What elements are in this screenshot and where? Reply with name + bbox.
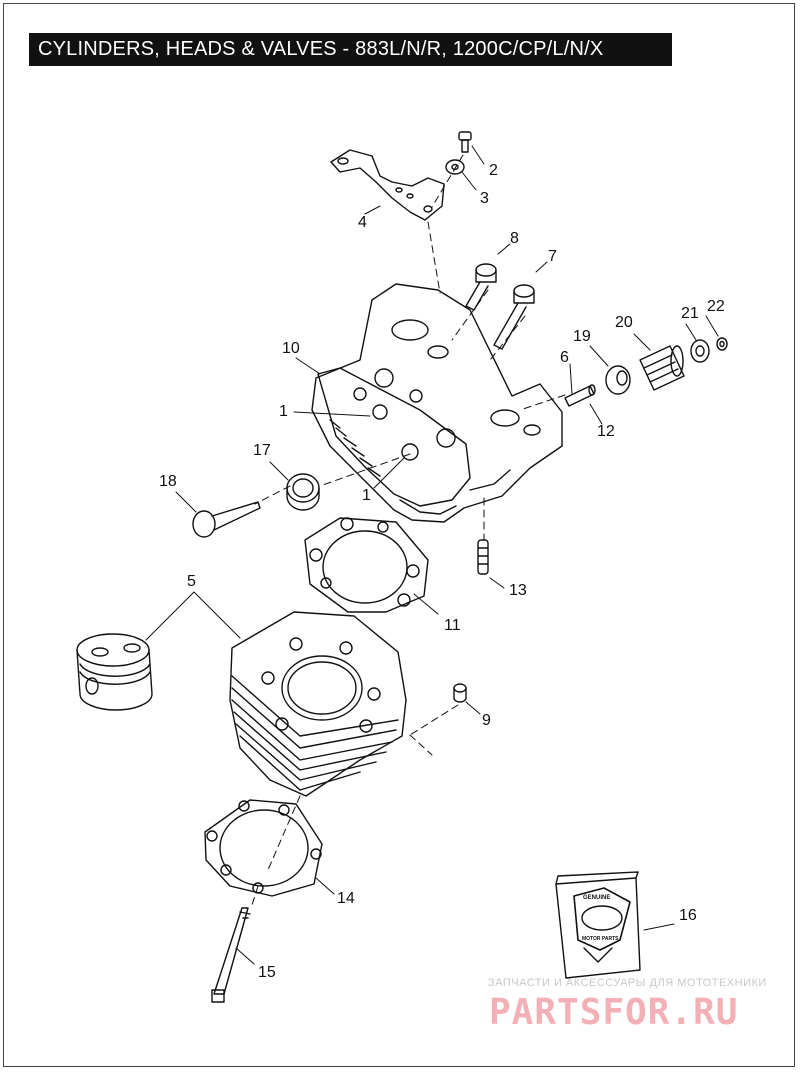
- callout-19: 19: [573, 328, 591, 345]
- part-17-ring: [286, 473, 320, 511]
- part-10-cylinder-head: [311, 283, 563, 523]
- part-15-stud: [211, 907, 251, 1003]
- part-13-stud: [477, 539, 489, 575]
- callout-9: 9: [482, 712, 491, 729]
- callout-14: 14: [337, 890, 355, 907]
- part-2-screw: [458, 131, 472, 153]
- leader-lines: [145, 145, 719, 965]
- part-3-washer: [445, 159, 465, 175]
- part-6-valve-guide: [564, 384, 596, 407]
- callout-7: 7: [548, 248, 557, 265]
- callout-2: 2: [489, 162, 498, 179]
- callout-4: 4: [358, 214, 367, 231]
- callout-8: 8: [510, 230, 519, 247]
- part-4-bracket: [330, 149, 445, 221]
- callout-21: 21: [681, 305, 699, 322]
- part-8-bolt: [465, 263, 497, 311]
- part-18-valve: [192, 501, 261, 538]
- callout-11: 11: [444, 617, 461, 634]
- callout-12: 12: [597, 423, 615, 440]
- part-11-head-gasket: [304, 517, 429, 613]
- callout-10: 10: [282, 340, 300, 357]
- callout-22: 22: [707, 298, 725, 315]
- callout-17: 17: [253, 442, 271, 459]
- part-5-cylinder: [229, 611, 407, 797]
- callout-3: 3: [480, 190, 489, 207]
- part-7-bolt: [493, 284, 535, 350]
- callout-15: 15: [258, 964, 276, 981]
- callout-18: 18: [159, 473, 177, 490]
- callout-20: 20: [615, 314, 633, 331]
- diagram-title: CYLINDERS, HEADS & VALVES - 883L/N/R, 12…: [29, 33, 672, 66]
- badge-top-text: GENUINE: [583, 895, 611, 901]
- watermark-tagline: ЗАПЧАСТИ И АКСЕССУАРЫ ДЛЯ МОТОТЕХНИКИ: [488, 977, 767, 989]
- callout-1a: 1: [279, 403, 288, 420]
- part-19-seal: [605, 365, 631, 395]
- part-16-kit-box: [555, 871, 641, 979]
- callout-6: 6: [560, 349, 569, 366]
- part-14-base-gasket: [204, 799, 323, 897]
- part-20-valve-spring: [639, 345, 685, 391]
- part-5-piston: [76, 633, 153, 711]
- callout-13: 13: [509, 582, 527, 599]
- watermark-logo: PARTSFOR.RU: [489, 992, 739, 1033]
- part-9-dowel: [453, 683, 467, 703]
- diagram-frame: [3, 3, 795, 1067]
- badge-bottom-text: MOTOR PARTS: [582, 936, 619, 942]
- callout-1b: 1: [362, 487, 371, 504]
- part-22-keeper: [716, 337, 728, 351]
- part-21-retainer: [690, 339, 710, 363]
- callout-5: 5: [187, 573, 196, 590]
- callout-16: 16: [679, 907, 697, 924]
